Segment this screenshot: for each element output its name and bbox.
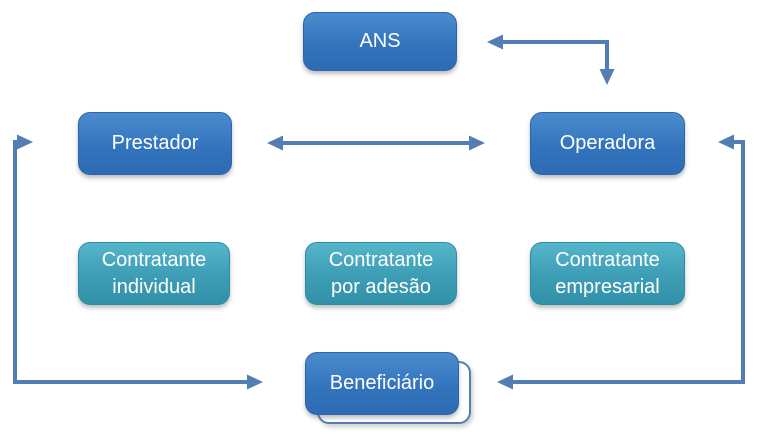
node-operadora: Operadora: [530, 112, 685, 175]
arrowhead-right-icon: [17, 134, 33, 150]
arrowhead-right-icon: [247, 374, 263, 390]
node-contratante-por-adesao-label: Contratante por adesão: [328, 248, 434, 298]
node-ans-label: ANS: [359, 30, 401, 52]
arrowhead-left-icon: [267, 135, 283, 151]
edge-prestador-beneficiario: [13, 134, 263, 390]
edge-operadora-ans: [487, 34, 615, 85]
arrowhead-right-icon: [469, 135, 485, 151]
node-beneficiario: Beneficiário: [305, 352, 459, 415]
node-contratante-por-adesao: Contratante por adesão: [305, 242, 457, 305]
edge-prestador-operadora: [267, 135, 485, 151]
node-contratante-individual: Contratante individual: [78, 242, 230, 305]
node-prestador: Prestador: [78, 112, 232, 175]
edge-operadora-beneficiario: [497, 134, 745, 390]
arrowhead-left-icon: [718, 134, 734, 150]
node-beneficiario-label: Beneficiário: [329, 372, 435, 394]
node-ans: ANS: [303, 12, 457, 71]
node-contratante-individual-label: Contratante individual: [101, 248, 207, 298]
arrowhead-left-icon: [497, 374, 513, 390]
node-operadora-label: Operadora: [559, 132, 656, 154]
node-contratante-empresarial: Contratante empresarial: [530, 242, 685, 305]
arrowhead-down-icon: [599, 69, 615, 85]
arrowhead-left-icon: [487, 34, 503, 50]
node-prestador-label: Prestador: [111, 132, 199, 154]
node-contratante-empresarial-label: Contratante empresarial: [555, 248, 660, 298]
